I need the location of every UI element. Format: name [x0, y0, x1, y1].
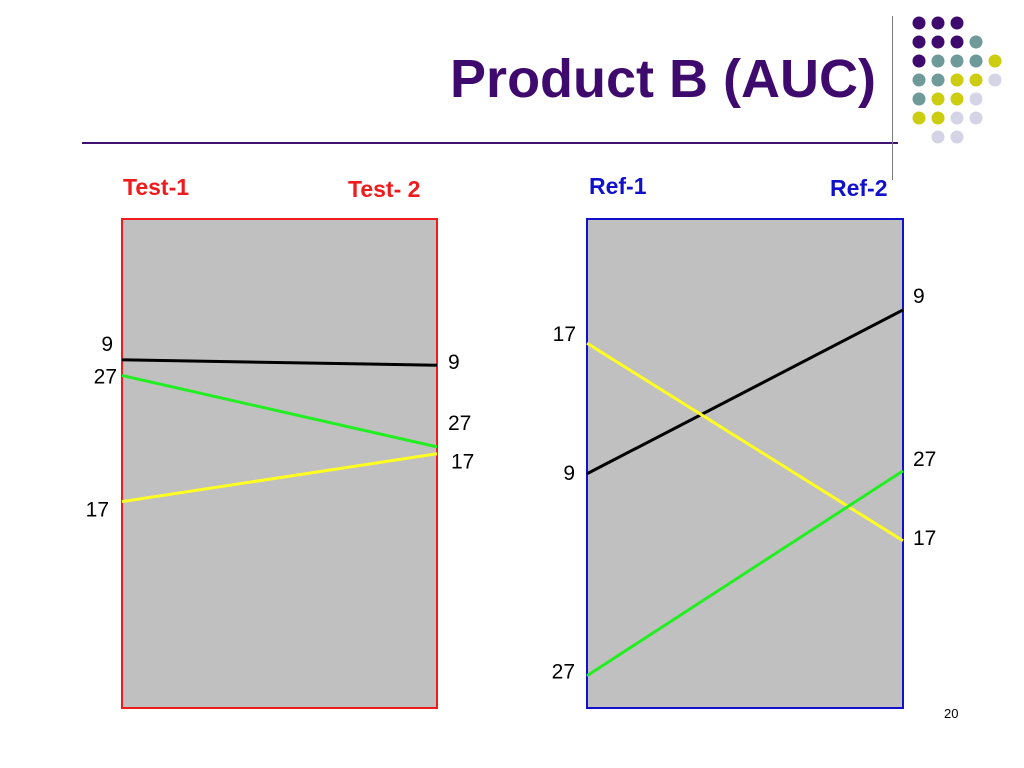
test-right-label-27: 27: [448, 412, 471, 435]
test-right-label: Test- 2: [348, 176, 421, 202]
ref-line-subject-17: [586, 341, 904, 543]
decor-dot: [912, 92, 926, 106]
decor-dot: [912, 35, 926, 49]
ref-panel-box: [586, 218, 904, 709]
decor-dot: [969, 73, 983, 87]
ref-right-label: Ref-2: [830, 175, 888, 201]
test-left-label: Test-1: [123, 174, 190, 200]
test-left-label-17: 17: [86, 499, 109, 522]
decor-dot: [950, 111, 964, 125]
title-underline: [82, 142, 898, 144]
test-right-label-9: 9: [448, 351, 460, 374]
ref-left-label-9: 9: [563, 462, 575, 485]
corner-divider: [892, 16, 893, 180]
ref-line-subject-27: [586, 469, 904, 677]
decor-dot: [931, 92, 945, 106]
ref-panel: 9 9 17 17 27 27: [552, 218, 936, 709]
decor-dot: [931, 54, 945, 68]
decor-dot: [950, 54, 964, 68]
decor-dot: [912, 73, 926, 87]
decor-dot: [950, 130, 964, 144]
decor-dot: [988, 73, 1002, 87]
decor-dot: [931, 16, 945, 30]
decor-dot: [950, 92, 964, 106]
decor-dot: [988, 54, 1002, 68]
decor-dot: [912, 16, 926, 30]
decor-dot: [912, 111, 926, 125]
test-right-label-17: 17: [451, 451, 474, 474]
decor-dot: [950, 16, 964, 30]
ref-left-label-27: 27: [552, 661, 575, 684]
decor-dot: [931, 73, 945, 87]
decorative-dot-grid: [912, 16, 1002, 144]
decor-dot: [969, 35, 983, 49]
test-left-label-27: 27: [94, 365, 117, 388]
decor-dot: [969, 111, 983, 125]
decor-dot: [931, 111, 945, 125]
ref-right-label-27: 27: [913, 448, 936, 471]
test-left-label-9: 9: [101, 333, 113, 356]
test-line-subject-27: [121, 374, 438, 449]
decor-dot: [931, 130, 945, 144]
ref-left-label-17: 17: [553, 323, 576, 346]
decor-dot: [969, 54, 983, 68]
test-line-subject-9: [121, 358, 438, 367]
decor-dot: [950, 73, 964, 87]
decor-dot: [912, 54, 926, 68]
page-number: 20: [944, 706, 959, 721]
ref-left-label: Ref-1: [589, 173, 647, 199]
slide-title: Product B (AUC): [450, 49, 876, 109]
test-panel-box: [121, 218, 438, 709]
decor-dot: [969, 92, 983, 106]
decor-dot: [950, 35, 964, 49]
ref-line-subject-9: [586, 308, 904, 476]
decor-dot: [931, 35, 945, 49]
ref-right-label-9: 9: [913, 285, 925, 308]
test-panel: 9 9 27 27 17 17: [86, 218, 474, 709]
ref-right-label-17: 17: [913, 527, 936, 550]
test-line-subject-17: [121, 452, 438, 504]
